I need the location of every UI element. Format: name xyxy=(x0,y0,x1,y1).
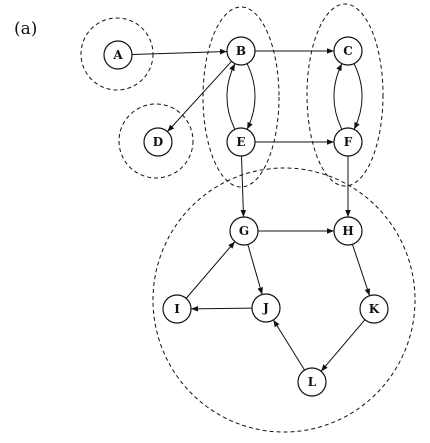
node-f-label: F xyxy=(344,135,353,149)
node-c-circle xyxy=(333,36,363,66)
node-i-circle xyxy=(162,294,192,324)
node-l-circle xyxy=(297,367,327,397)
node-h: H xyxy=(333,216,363,246)
node-j: J xyxy=(251,293,281,323)
node-c-label: C xyxy=(343,44,353,58)
edge-h-k xyxy=(351,244,371,296)
node-k-circle xyxy=(359,294,389,324)
node-k-label: K xyxy=(369,302,380,316)
component-be-outline xyxy=(202,6,280,188)
node-g: G xyxy=(229,216,259,246)
node-h-circle xyxy=(333,216,363,246)
node-g-label: G xyxy=(239,224,249,238)
node-c: C xyxy=(333,36,363,66)
edge-e-g xyxy=(240,155,247,218)
edge-c-f xyxy=(353,63,363,130)
edge-l-j xyxy=(272,319,306,371)
node-e-label: E xyxy=(236,135,245,149)
node-i-label: I xyxy=(174,302,180,316)
node-g-circle xyxy=(229,216,259,246)
node-l: L xyxy=(297,367,327,397)
node-a-label: A xyxy=(112,48,123,62)
node-e: E xyxy=(226,127,256,157)
node-d-circle xyxy=(143,127,173,157)
node-b-label: B xyxy=(236,44,246,58)
edges xyxy=(131,48,371,372)
node-e-circle xyxy=(226,127,256,157)
node-h-label: H xyxy=(342,224,353,238)
node-b: B xyxy=(226,36,256,66)
edge-k-l xyxy=(320,319,366,372)
node-j-label: J xyxy=(262,301,269,315)
edge-e-b xyxy=(226,63,236,130)
node-a: A xyxy=(103,40,133,70)
edge-f-c xyxy=(333,63,343,130)
edge-j-i xyxy=(190,305,253,312)
node-i: I xyxy=(162,294,192,324)
node-b-circle xyxy=(226,36,256,66)
node-k: K xyxy=(359,294,389,324)
component-ghijkl-outline xyxy=(152,167,416,433)
component-cf-outline xyxy=(306,3,384,187)
node-j-circle xyxy=(251,293,281,323)
panel-label: (a) xyxy=(14,19,37,39)
nodes: A B C D E F G H I J K L xyxy=(103,36,389,397)
edge-g-j xyxy=(247,244,263,295)
edge-b-d xyxy=(167,61,232,132)
node-f: F xyxy=(333,127,363,157)
node-f-circle xyxy=(333,127,363,157)
node-a-circle xyxy=(103,40,133,70)
node-d-label: D xyxy=(153,135,163,149)
component-outlines xyxy=(80,3,416,433)
edge-b-e xyxy=(246,63,256,130)
edge-a-b xyxy=(131,48,228,56)
component-d-outline xyxy=(118,103,194,179)
node-l-label: L xyxy=(308,375,317,389)
node-d: D xyxy=(143,127,173,157)
edge-i-g xyxy=(185,241,236,299)
